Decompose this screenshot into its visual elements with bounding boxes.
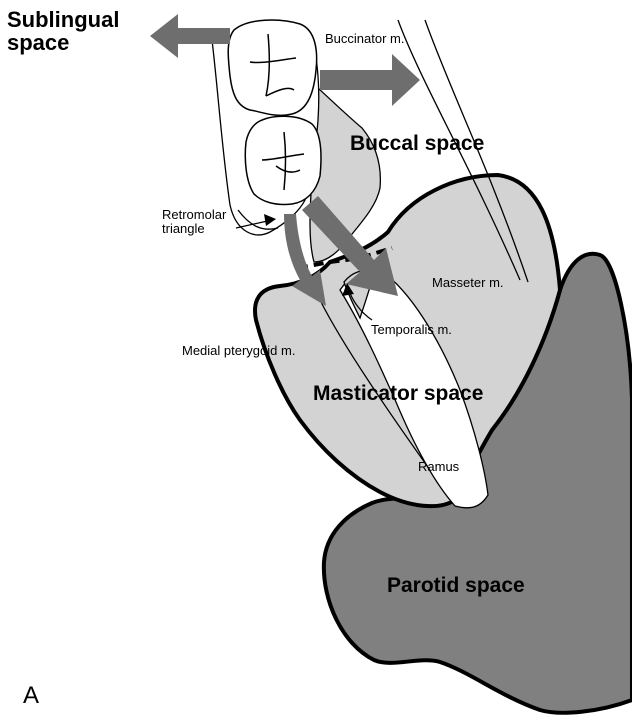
retromolar-triangle-label: Retromolar triangle (162, 208, 226, 235)
sublingual-space-label: Sublingual space (7, 8, 119, 54)
ramus-label: Ramus (418, 460, 459, 474)
arrow-to-buccal (320, 54, 420, 106)
molar-upper (228, 20, 316, 115)
buccal-space-label: Buccal space (350, 133, 484, 155)
masticator-space-label: Masticator space (313, 383, 483, 405)
temporalis-label: Temporalis m. (371, 323, 452, 337)
panel-letter: A (23, 683, 39, 708)
parotid-space-label: Parotid space (387, 575, 525, 597)
molar-lower (245, 116, 321, 204)
masseter-label: Masseter m. (432, 276, 504, 290)
medial-pterygoid-label: Medial pterygoid m. (182, 344, 295, 358)
buccinator-label: Buccinator m. (325, 32, 404, 46)
